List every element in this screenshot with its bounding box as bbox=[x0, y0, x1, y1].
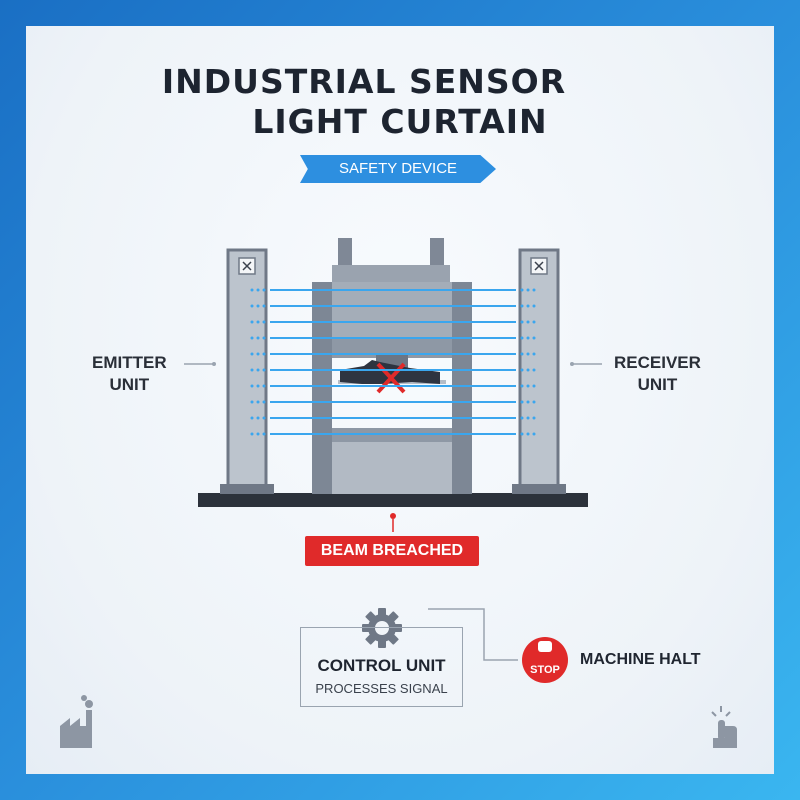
emitter-label-line1: EMITTER bbox=[92, 353, 167, 372]
emitter-label: EMITTER UNIT bbox=[92, 352, 167, 396]
background-panel bbox=[26, 26, 774, 774]
title-line-2: LIGHT CURTAIN bbox=[252, 102, 548, 141]
floor-base bbox=[198, 493, 588, 507]
emitter-post bbox=[220, 248, 274, 494]
light-beams bbox=[270, 289, 516, 435]
safety-device-tag: SAFETY DEVICE bbox=[300, 155, 496, 183]
receiver-post bbox=[512, 248, 566, 494]
signal-connector bbox=[428, 608, 518, 661]
control-unit-title: CONTROL UNIT bbox=[317, 656, 446, 675]
beam-breached-badge: BEAM BREACHED bbox=[305, 536, 479, 566]
gear-icon bbox=[362, 608, 402, 648]
control-unit-subtitle: PROCESSES SIGNAL bbox=[315, 681, 448, 696]
receiver-label-line1: RECEIVER bbox=[614, 353, 701, 372]
arm-intrusion bbox=[340, 360, 440, 394]
hand-touch-icon bbox=[711, 706, 737, 748]
stop-text: STOP bbox=[530, 664, 560, 676]
control-unit-box bbox=[300, 627, 463, 707]
title-line-1: INDUSTRIAL SENSOR bbox=[161, 62, 567, 101]
receiver-label: RECEIVER UNIT bbox=[614, 352, 701, 396]
factory-icon bbox=[60, 695, 93, 748]
machine-halt-label: MACHINE HALT bbox=[580, 651, 701, 668]
receiver-label-line2: UNIT bbox=[637, 375, 678, 394]
stop-hand-icon: STOP bbox=[522, 637, 568, 683]
breach-marker-icon bbox=[390, 513, 396, 519]
emitter-label-line2: UNIT bbox=[109, 375, 150, 394]
